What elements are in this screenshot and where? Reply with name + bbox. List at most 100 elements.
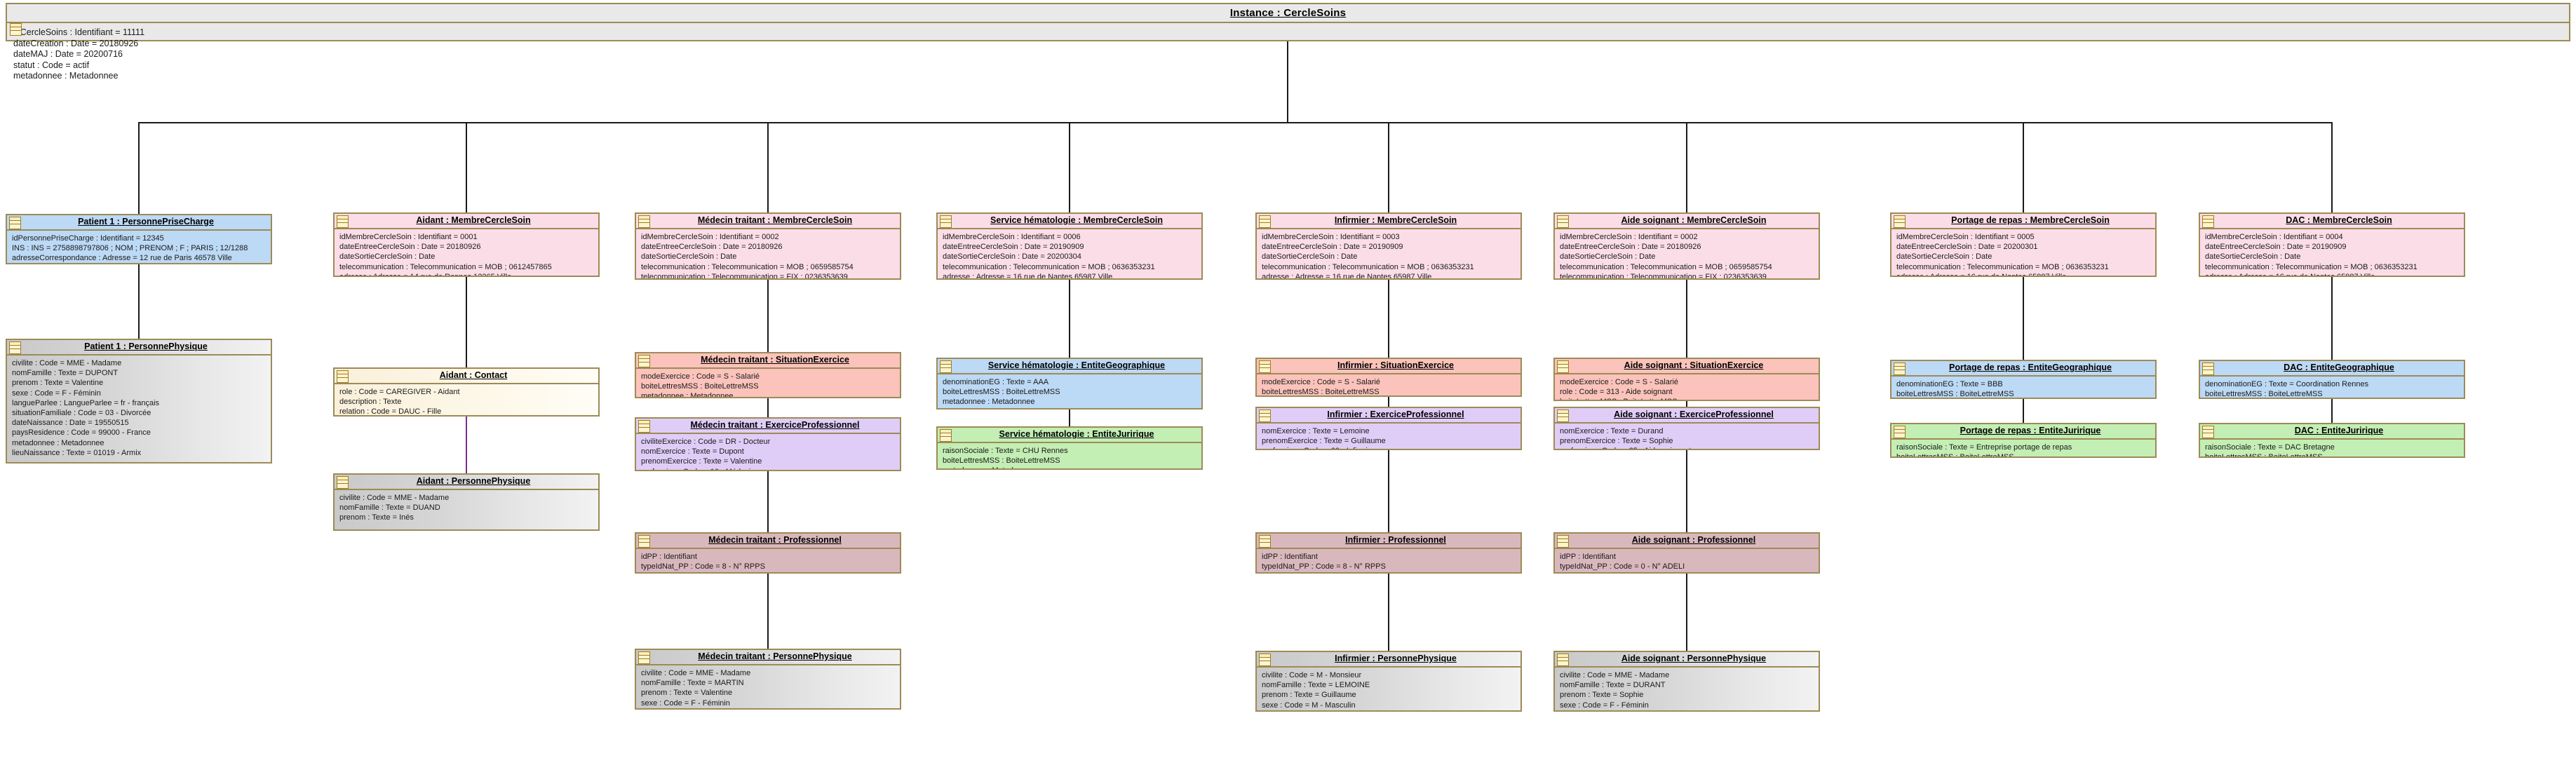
object-attribute: telecommunication : Telecommunication = …	[641, 262, 854, 271]
aide-soignant-professionnel[interactable]: Aide soignant : Professionnel idPP : Iden…	[1553, 532, 1820, 574]
object-header: Aide soignant : SituationExercice	[1555, 359, 1819, 374]
dac-membrecerclesoin[interactable]: DAC : MembreCercleSoin idMembreCercleSoin…	[2199, 212, 2465, 277]
object-attribute: prenomExercice : Texte = Guillaume	[1262, 437, 1386, 446]
service-hematologie-entitejuridique[interactable]: Service hématologie : EntiteJuririque rai…	[936, 426, 1203, 470]
object-attribute: nomFamille : Texte = DURANT	[1560, 681, 1666, 690]
connector-line	[1686, 401, 1687, 407]
object-attribute: civilite : Code = MME - Madame	[339, 494, 450, 502]
object-attribute: telecommunication : Telecommunication = …	[1560, 262, 1772, 271]
object-attribute: metadonnee : Metadonnee	[641, 392, 734, 398]
object-attributes: denominationEG : Texte = Coordination Re…	[2200, 377, 2464, 399]
root-attribute: idCercleSoins : Identifiant = 11111	[13, 27, 145, 37]
object-attribute: dateSortieCercleSoin : Date	[1896, 252, 1992, 262]
object-title: DAC : MembreCercleSoin	[2286, 215, 2392, 225]
dac-entitegeographique[interactable]: DAC : EntiteGeographique denominationEG :…	[2199, 360, 2465, 399]
connector-line	[767, 574, 769, 649]
object-attribute: dateSortieCercleSoin : Date	[339, 252, 436, 262]
classifier-icon	[638, 215, 650, 228]
object-title: Service hématologie : EntiteJuririque	[999, 429, 1154, 439]
object-header: Patient 1 : PersonnePriseCharge	[7, 215, 271, 231]
object-attribute: boiteLettresMSS : BoiteLettreMSS	[2205, 390, 2323, 399]
object-attribute: denominationEG : Texte = Coordination Re…	[2205, 380, 2369, 388]
object-header: DAC : EntiteGeographique	[2200, 361, 2464, 377]
object-attribute: boiteLettresMSS : BoiteLettreMSS	[943, 388, 1060, 397]
object-attribute: relation : Code = DAUC - Fille	[339, 407, 442, 417]
object-attribute: telecommunication : Telecommunication = …	[2205, 262, 2417, 271]
object-attribute: adresse : Adresse = 14 rue de Rennes 123…	[339, 272, 512, 277]
object-attribute: civilite : Code = M - Monsieur	[1262, 671, 1362, 679]
object-attribute: nomFamille : Texte = LEMOINE	[1262, 681, 1370, 690]
classifier-icon	[638, 651, 650, 664]
object-header: Service hématologie : EntiteJuririque	[938, 428, 1201, 443]
object-attribute: telecommunication : Telecommunication = …	[641, 272, 848, 280]
object-header: Portage de repas : EntiteGeographique	[1891, 361, 2155, 377]
object-title: Aidant : PersonnePhysique	[416, 476, 531, 486]
object-attribute: dateEntreeCercleSoin : Date = 20200301	[1896, 243, 2038, 252]
object-title: DAC : EntiteGeographique	[2284, 363, 2394, 372]
object-title: Médecin traitant : Professionnel	[708, 535, 842, 545]
object-attribute: typeIdNat_PP : Code = 8 - N° RPPS	[1262, 562, 1386, 571]
root-instance-frame: Instance : CercleSoins idCercleSoins : I…	[6, 3, 2570, 81]
object-attribute: nomFamille : Texte = DUPONT	[12, 369, 119, 378]
classifier-icon	[337, 370, 349, 383]
object-attribute: metadonnee : Metadonnee	[1560, 571, 1819, 572]
object-title: DAC : EntiteJuririque	[2294, 426, 2384, 435]
service-hematologie-entitegeographique[interactable]: Service hématologie : EntiteGeographique…	[936, 358, 1203, 410]
object-attribute: nomFamille : Texte = MARTIN	[641, 679, 744, 688]
object-header: Aide soignant : ExerciceProfessionnel	[1555, 408, 1819, 424]
object-title: Infirmier : ExerciceProfessionnel	[1327, 410, 1464, 419]
aidant-personnephysique[interactable]: Aidant : PersonnePhysique civilite : Code…	[333, 473, 600, 531]
medecin-traitant-exerciceprofessionnel[interactable]: Médecin traitant : ExerciceProfessionnel…	[635, 417, 901, 471]
object-title: Aidant : MembreCercleSoin	[416, 215, 531, 225]
object-title: Patient 1 : PersonnePhysique	[84, 341, 208, 351]
object-attribute: role : Code = CAREGIVER - Aidant	[339, 388, 460, 396]
object-attribute: idPP : Identifiant	[1560, 553, 1616, 561]
object-attribute: numFINESS : Identifiant = 350000741	[943, 407, 1201, 409]
connector-line	[1388, 450, 1389, 532]
object-title: Aide soignant : Professionnel	[1631, 535, 1756, 545]
object-header: Aidant : PersonnePhysique	[335, 475, 598, 490]
object-attribute: prenom : Texte = Sophie	[1560, 691, 1644, 700]
object-attribute: idMembreCercleSoin : Identifiant = 0002	[641, 233, 779, 241]
object-attribute: nomExercice : Texte = Lemoine	[1262, 427, 1370, 435]
classifier-icon	[10, 23, 22, 36]
connector-line	[1686, 574, 1687, 651]
connector-line	[1388, 280, 1389, 358]
object-attribute: metadonnee : Metadonnee	[943, 398, 1035, 407]
classifier-icon	[1894, 363, 1906, 375]
classifier-icon	[1259, 535, 1271, 548]
object-header: Médecin traitant : PersonnePhysique	[636, 650, 900, 665]
object-title: Médecin traitant : PersonnePhysique	[698, 651, 852, 661]
infirmier-exerciceprofessionnel[interactable]: Infirmier : ExerciceProfessionnel nomExer…	[1255, 407, 1522, 450]
connector-line	[1069, 280, 1070, 358]
object-header: Aide soignant : Professionnel	[1555, 534, 1819, 549]
connector-line	[767, 123, 769, 212]
